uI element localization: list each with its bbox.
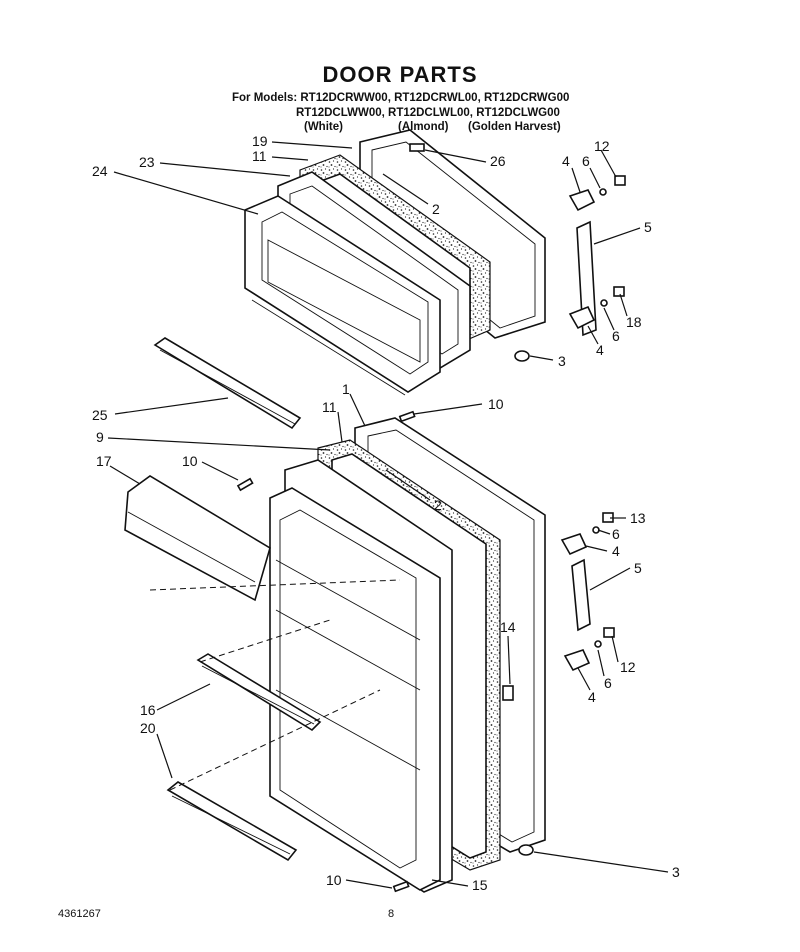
assembly-guide-line-3	[169, 689, 381, 791]
callout-24: 24	[92, 163, 108, 179]
fresh-food-door-stop	[518, 844, 534, 856]
color-white-label: (White)	[304, 121, 343, 133]
callout-16: 16	[140, 702, 156, 718]
callout-17: 17	[96, 453, 112, 469]
fresh-food-hinge-pin-cover	[571, 558, 591, 632]
callout-23: 23	[139, 154, 155, 170]
door-stop-bracket	[502, 685, 514, 701]
screw-10-c	[392, 880, 410, 893]
page-number: 8	[388, 908, 395, 920]
freezer-door-liner	[244, 195, 441, 396]
callout-6-c: 6	[612, 526, 620, 542]
callout-labels: 19 11 23 24 26 2 4 6 12 5 18 6 4 3 25 1 …	[92, 133, 680, 893]
callout-18: 18	[626, 314, 642, 330]
callout-2: 2	[432, 201, 440, 217]
callout-15: 15	[472, 877, 488, 893]
callout-6: 6	[582, 153, 590, 169]
dairy-compartment-door	[124, 475, 271, 602]
callout-10-c: 10	[326, 872, 342, 888]
upper-hinge-bottom	[568, 286, 625, 330]
callout-2-b: 2	[434, 497, 442, 513]
callout-3: 3	[558, 353, 566, 369]
screw-10-b	[236, 477, 254, 492]
callout-26: 26	[490, 153, 506, 169]
screw-10-a	[398, 410, 416, 423]
callout-6-b: 6	[612, 328, 620, 344]
callout-4-d: 4	[588, 689, 596, 705]
callout-11-b: 11	[322, 399, 337, 415]
door-bin	[166, 781, 298, 862]
callout-11: 11	[252, 148, 267, 164]
callout-10-b: 10	[182, 453, 198, 469]
callout-4-c: 4	[612, 543, 620, 559]
color-golden-label: (Golden Harvest)	[468, 121, 561, 133]
callout-10: 10	[488, 396, 504, 412]
document-number: 4361267	[58, 908, 101, 920]
assembly-guide-line-2	[199, 619, 331, 663]
leader-lines	[107, 141, 669, 889]
callout-4-b: 4	[596, 342, 604, 358]
freezer-door-plug	[409, 143, 425, 152]
callout-14: 14	[500, 619, 516, 635]
freezer-door-stop	[514, 350, 530, 362]
upper-hinge-top	[568, 175, 626, 212]
page-title: DOOR PARTS	[322, 62, 478, 87]
callout-12: 12	[594, 138, 610, 154]
lower-hinge-top	[560, 512, 614, 556]
door-shelf-bar	[196, 653, 322, 732]
callout-1: 1	[342, 381, 350, 397]
callout-3-b: 3	[672, 864, 680, 880]
lower-hinge-bottom	[563, 627, 615, 672]
callout-5: 5	[644, 219, 652, 235]
assembly-guide-line-1	[149, 579, 401, 591]
models-line-1: For Models: RT12DCRWW00, RT12DCRWL00, RT…	[232, 92, 570, 104]
callout-6-d: 6	[604, 675, 612, 691]
callout-12-b: 12	[620, 659, 636, 675]
fresh-food-door-liner	[269, 487, 441, 891]
freezer-hinge-pin-cover	[576, 220, 597, 337]
callout-19: 19	[252, 133, 268, 149]
callout-4: 4	[562, 153, 570, 169]
callout-5-b: 5	[634, 560, 642, 576]
callout-13: 13	[630, 510, 646, 526]
callout-25: 25	[92, 407, 108, 423]
callout-9: 9	[96, 429, 104, 445]
freezer-door-handle	[153, 337, 302, 430]
callout-20: 20	[140, 720, 156, 736]
models-line-2: RT12DCLWW00, RT12DCLWL00, RT12DCLWG00	[296, 107, 560, 119]
